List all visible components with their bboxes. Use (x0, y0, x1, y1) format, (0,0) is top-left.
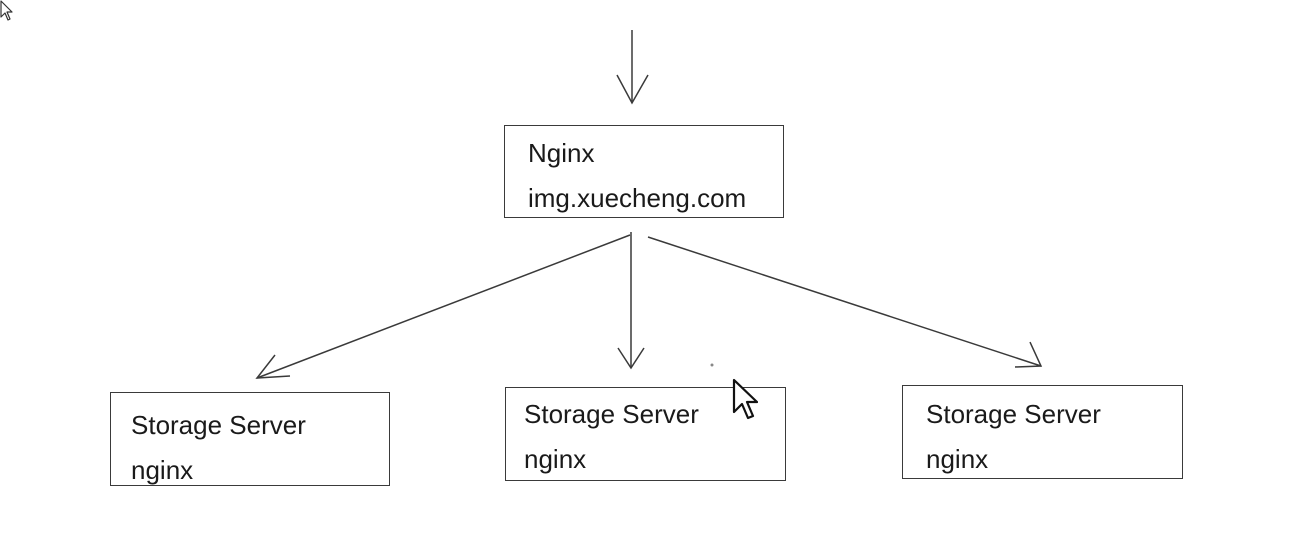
storage-server-title: Storage Server (926, 399, 1101, 429)
mouse-cursor-icon (732, 378, 758, 420)
storage-server-node: Storage Server nginx (110, 392, 390, 486)
storage-server-title: Storage Server (131, 410, 306, 440)
arrow-to-storage-2 (617, 232, 645, 370)
storage-server-service: nginx (926, 444, 989, 474)
arrow-to-storage-1 (255, 234, 631, 379)
mouse-cursor-icon (0, 0, 13, 21)
storage-server-title: Storage Server (524, 399, 699, 429)
storage-server-service: nginx (524, 444, 587, 474)
nginx-title: Nginx (528, 138, 595, 168)
incoming-arrow (616, 30, 649, 105)
nginx-host: img.xuecheng.com (528, 183, 747, 213)
stray-dot (710, 363, 714, 367)
arrow-to-storage-3 (647, 236, 1043, 368)
storage-server-node: Storage Server nginx (902, 385, 1183, 479)
nginx-node: Nginx img.xuecheng.com (504, 125, 784, 218)
storage-server-service: nginx (131, 455, 194, 485)
